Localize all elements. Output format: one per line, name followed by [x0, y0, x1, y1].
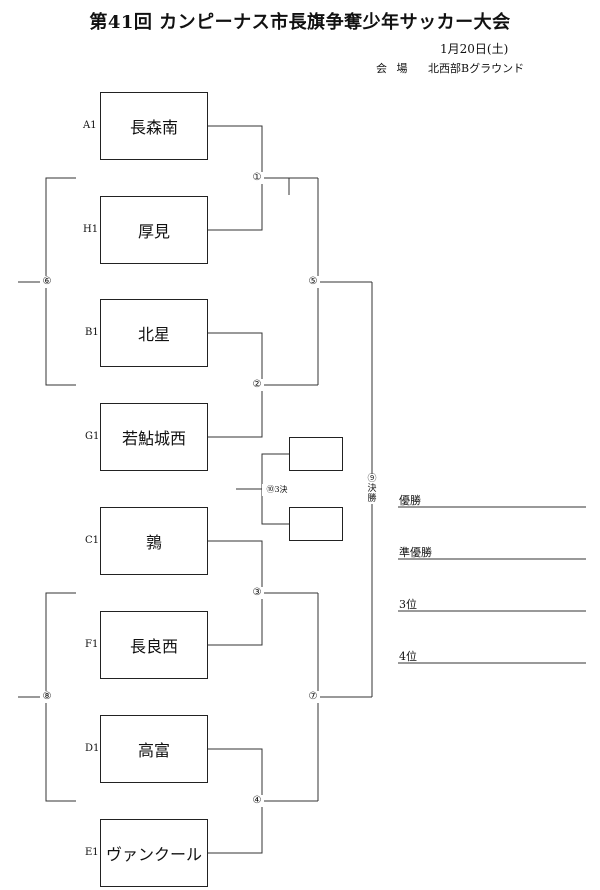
- match-2-label: ②: [250, 379, 264, 391]
- team-box: ヴァンクール: [100, 819, 208, 887]
- team-box: 若鮎城西: [100, 403, 208, 471]
- seed-label: B1: [85, 327, 99, 338]
- match-8-label: ⑧: [40, 691, 54, 703]
- seed-label: C1: [85, 535, 100, 546]
- third-place-label: 3位: [399, 598, 417, 611]
- champion-label: 優勝: [399, 494, 421, 507]
- seed-label: F1: [85, 639, 99, 650]
- match-3-label: ③: [250, 587, 264, 599]
- third-place-team-box: [289, 437, 343, 471]
- page-title: 第41回 カンピーナス市長旗争奪少年サッカー大会: [89, 12, 511, 33]
- venue-label: 会 場: [376, 62, 411, 75]
- event-date: 1月20日(土): [440, 42, 509, 56]
- match-1-label: ①: [250, 172, 264, 184]
- team-box: 鶉: [100, 507, 208, 575]
- team-box: 北星: [100, 299, 208, 367]
- seed-label: E1: [85, 847, 99, 858]
- venue-name: 北西部Bグラウンド: [428, 62, 525, 75]
- runner-up-label: 準優勝: [399, 546, 432, 559]
- seed-label: D1: [85, 743, 100, 754]
- team-box: 厚見: [100, 196, 208, 264]
- match-4-label: ④: [250, 795, 264, 807]
- seed-label: G1: [85, 431, 100, 442]
- third-place-match-label: ⑩3決: [262, 484, 292, 496]
- team-box: 高富: [100, 715, 208, 783]
- match-5-label: ⑤: [306, 276, 320, 288]
- team-box: 長良西: [100, 611, 208, 679]
- team-box: 長森南: [100, 92, 208, 160]
- fourth-place-label: 4位: [399, 650, 417, 663]
- final-match-label: ⑨決勝: [365, 474, 379, 504]
- third-place-team-box: [289, 507, 343, 541]
- seed-label: H1: [83, 224, 99, 235]
- match-6-label: ⑥: [40, 276, 54, 288]
- match-7-label: ⑦: [306, 691, 320, 703]
- seed-label: A1: [83, 120, 97, 131]
